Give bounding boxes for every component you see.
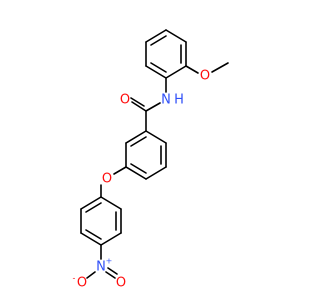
methoxy-oxygen-label: O: [200, 69, 210, 84]
ether-oxygen-label: O: [102, 172, 112, 187]
nitro-nitrogen-charge: +: [106, 257, 113, 266]
nitro-nitrogen-label: N: [96, 260, 106, 275]
amide-nitrogen-label: N: [161, 93, 171, 108]
amide-hydrogen-label: H: [174, 93, 184, 108]
nitro-oxygen-left-charge: -: [73, 274, 76, 283]
nitrophenyl-ring: [80, 196, 122, 246]
methoxyphenyl-ring: [145, 29, 187, 79]
nitro-oxygen-right-label: O: [116, 276, 126, 291]
amide-group: N H O: [120, 77, 184, 132]
benzamide-ring: [125, 130, 167, 180]
nitro-oxygen-left-label: O: [77, 276, 87, 291]
nitro-group: N + O - O: [73, 244, 126, 291]
molecule-structure-diagram: O N H O O: [73, 29, 229, 291]
carbonyl-oxygen-label: O: [120, 93, 130, 108]
methoxy-group: O: [185, 62, 229, 84]
ether-group: O: [100, 166, 127, 198]
